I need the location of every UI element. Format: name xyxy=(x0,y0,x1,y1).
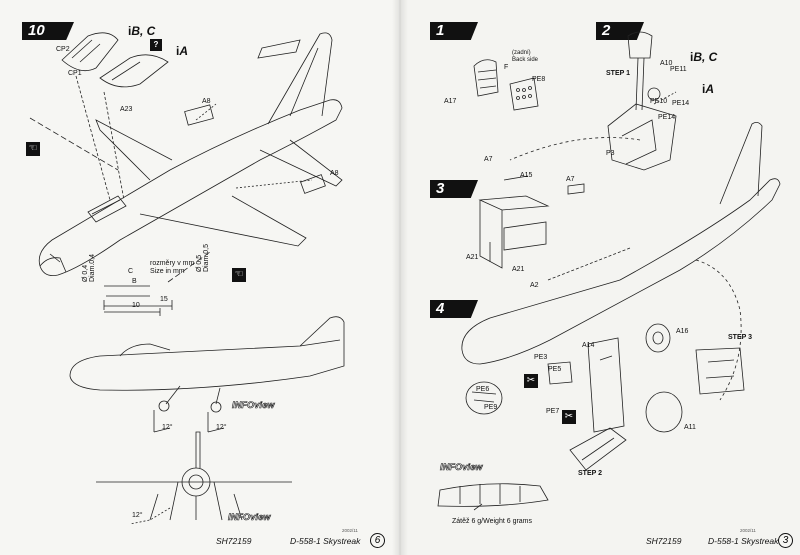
mark-b: B xyxy=(132,278,137,285)
version-bc-text: B, C xyxy=(131,24,156,38)
footer-code: SH72159 xyxy=(216,536,252,546)
part-label-p3: P3 xyxy=(606,150,615,157)
version-bc-text: B, C xyxy=(693,50,718,64)
length-15-label: 15 xyxy=(160,296,168,303)
sub-step-label: STEP 2 xyxy=(578,470,602,477)
part-label-a23: A23 xyxy=(120,106,133,113)
part-label-a21: A21 xyxy=(512,266,525,273)
part-label-pe3: PE3 xyxy=(534,354,548,361)
dimensions-note: rozměry v mm Size in mm xyxy=(150,260,195,275)
weight-note: Zátěž 6 g/Weight 6 grams xyxy=(452,518,533,525)
seat-a10-drawing xyxy=(627,31,653,59)
version-a-text: A xyxy=(705,82,715,96)
part-label-cp2: CP2 xyxy=(56,46,70,53)
part-label-a7: A7 xyxy=(484,156,493,163)
diameter-05-label: Ø 0,5 Diam.0,5 xyxy=(196,243,210,272)
glue-hand-icon: ☜ xyxy=(232,268,246,282)
step-number-2: 2 xyxy=(596,22,644,40)
version-a-text: A xyxy=(179,44,189,58)
part-label-a8-bottom: A8 xyxy=(330,170,339,177)
infoview-logo: INFOview xyxy=(232,400,275,411)
part-label-a15: A15 xyxy=(520,172,533,179)
part-label-cp1: CP1 xyxy=(68,70,82,77)
footer-title: D-558-1 Skystreak xyxy=(290,536,361,546)
side-view-fuselage xyxy=(69,316,345,391)
back-side-note: (zadní) Back side xyxy=(512,50,539,63)
canopy-cp1-drawing xyxy=(99,54,169,88)
detail-circle-drawing xyxy=(465,381,503,415)
cockpit-p3-drawing xyxy=(607,103,677,171)
part-label-pe14: PE14 xyxy=(672,100,690,107)
angle-label: 12° xyxy=(216,424,227,431)
infoview-logo: INFOview xyxy=(228,512,271,523)
small-print-code: 2002/11 xyxy=(740,528,756,533)
sub-step-label: STEP 1 xyxy=(606,70,630,77)
right-page: 1 2 3 4 xyxy=(400,0,800,555)
part-label-pe6: PE6 xyxy=(476,386,490,393)
step3-bracket-drawing xyxy=(695,347,745,395)
version-label-a: iA xyxy=(702,82,715,96)
part-label-pe5: PE5 xyxy=(548,366,562,373)
panel-f-drawing xyxy=(473,59,499,97)
exhaust-a11-drawing xyxy=(645,391,683,433)
part-label-pe7: PE7 xyxy=(546,408,560,415)
canopy-cp2-drawing xyxy=(61,32,119,72)
part-label-pe14: PE14 xyxy=(658,114,676,121)
left-page-drawing xyxy=(29,32,345,525)
cut-icon: ✂ xyxy=(562,410,576,424)
weight-view-fuselage xyxy=(437,483,549,507)
part-label-a16: A16 xyxy=(676,328,689,335)
page-number: 6 xyxy=(370,533,385,548)
right-page-drawing xyxy=(437,31,781,511)
part-label-pe11: PE11 xyxy=(670,66,687,73)
part-label-a11: A11 xyxy=(684,424,696,431)
ring-a16-drawing xyxy=(645,323,671,353)
left-wing-drawing xyxy=(95,119,173,181)
right-wing-drawing xyxy=(139,195,307,247)
footer-title: D-558-1 Skystreak xyxy=(708,536,779,546)
panel-pe8-drawing xyxy=(509,77,539,111)
footer-code: SH72159 xyxy=(646,536,682,546)
mark-c: C xyxy=(128,268,134,275)
bulkhead-a21-drawing xyxy=(503,221,547,251)
part-label-a14: A14 xyxy=(582,342,595,349)
part-label-pe9: PE9 xyxy=(484,404,498,411)
part-label-a7: A7 xyxy=(566,176,575,183)
version-label-bc: iB, C xyxy=(690,50,718,64)
question-mark-icon: ? xyxy=(150,39,162,51)
vertical-fin-drawing xyxy=(267,32,333,125)
diameter-04-label: Ø 0,4 Diam.0,4 xyxy=(82,253,96,282)
part-label-a17: A17 xyxy=(444,98,457,105)
sub-step-label: STEP 3 xyxy=(728,334,752,341)
version-label-bc: iB, C xyxy=(128,24,156,38)
part-label-f: F xyxy=(504,64,509,71)
nose-step2-drawing xyxy=(569,427,627,471)
intake-a14-drawing xyxy=(587,337,625,433)
fin-right-view xyxy=(719,122,763,205)
page-number: 3 xyxy=(778,533,793,548)
left-page: 10 xyxy=(0,0,400,555)
part-label-a2: A2 xyxy=(530,282,539,289)
version-label-a: iA xyxy=(176,44,189,58)
step-number-1: 1 xyxy=(430,22,478,40)
part-label-a8-top: A8 xyxy=(202,98,211,105)
cut-icon: ✂ xyxy=(524,374,538,388)
small-print-code: 2002/11 xyxy=(342,528,358,533)
fuselage-right-view xyxy=(461,178,781,365)
step-number-4: 4 xyxy=(430,300,478,318)
length-10-label: 10 xyxy=(132,302,140,309)
part-label-a10: A10 xyxy=(660,60,673,67)
angle-label: 12° xyxy=(132,512,143,519)
fuselage-top-view xyxy=(38,99,343,276)
glue-hand-icon: ☜ xyxy=(26,142,40,156)
step-number-10: 10 xyxy=(22,22,74,40)
part-label-a21: A21 xyxy=(466,254,479,261)
part-label-pe8: PE8 xyxy=(532,76,546,83)
step-number-3: 3 xyxy=(430,180,478,198)
infoview-logo: INFOview xyxy=(440,462,483,473)
angle-label: 12° xyxy=(162,424,173,431)
part-label-pe10: PE10 xyxy=(650,98,668,105)
